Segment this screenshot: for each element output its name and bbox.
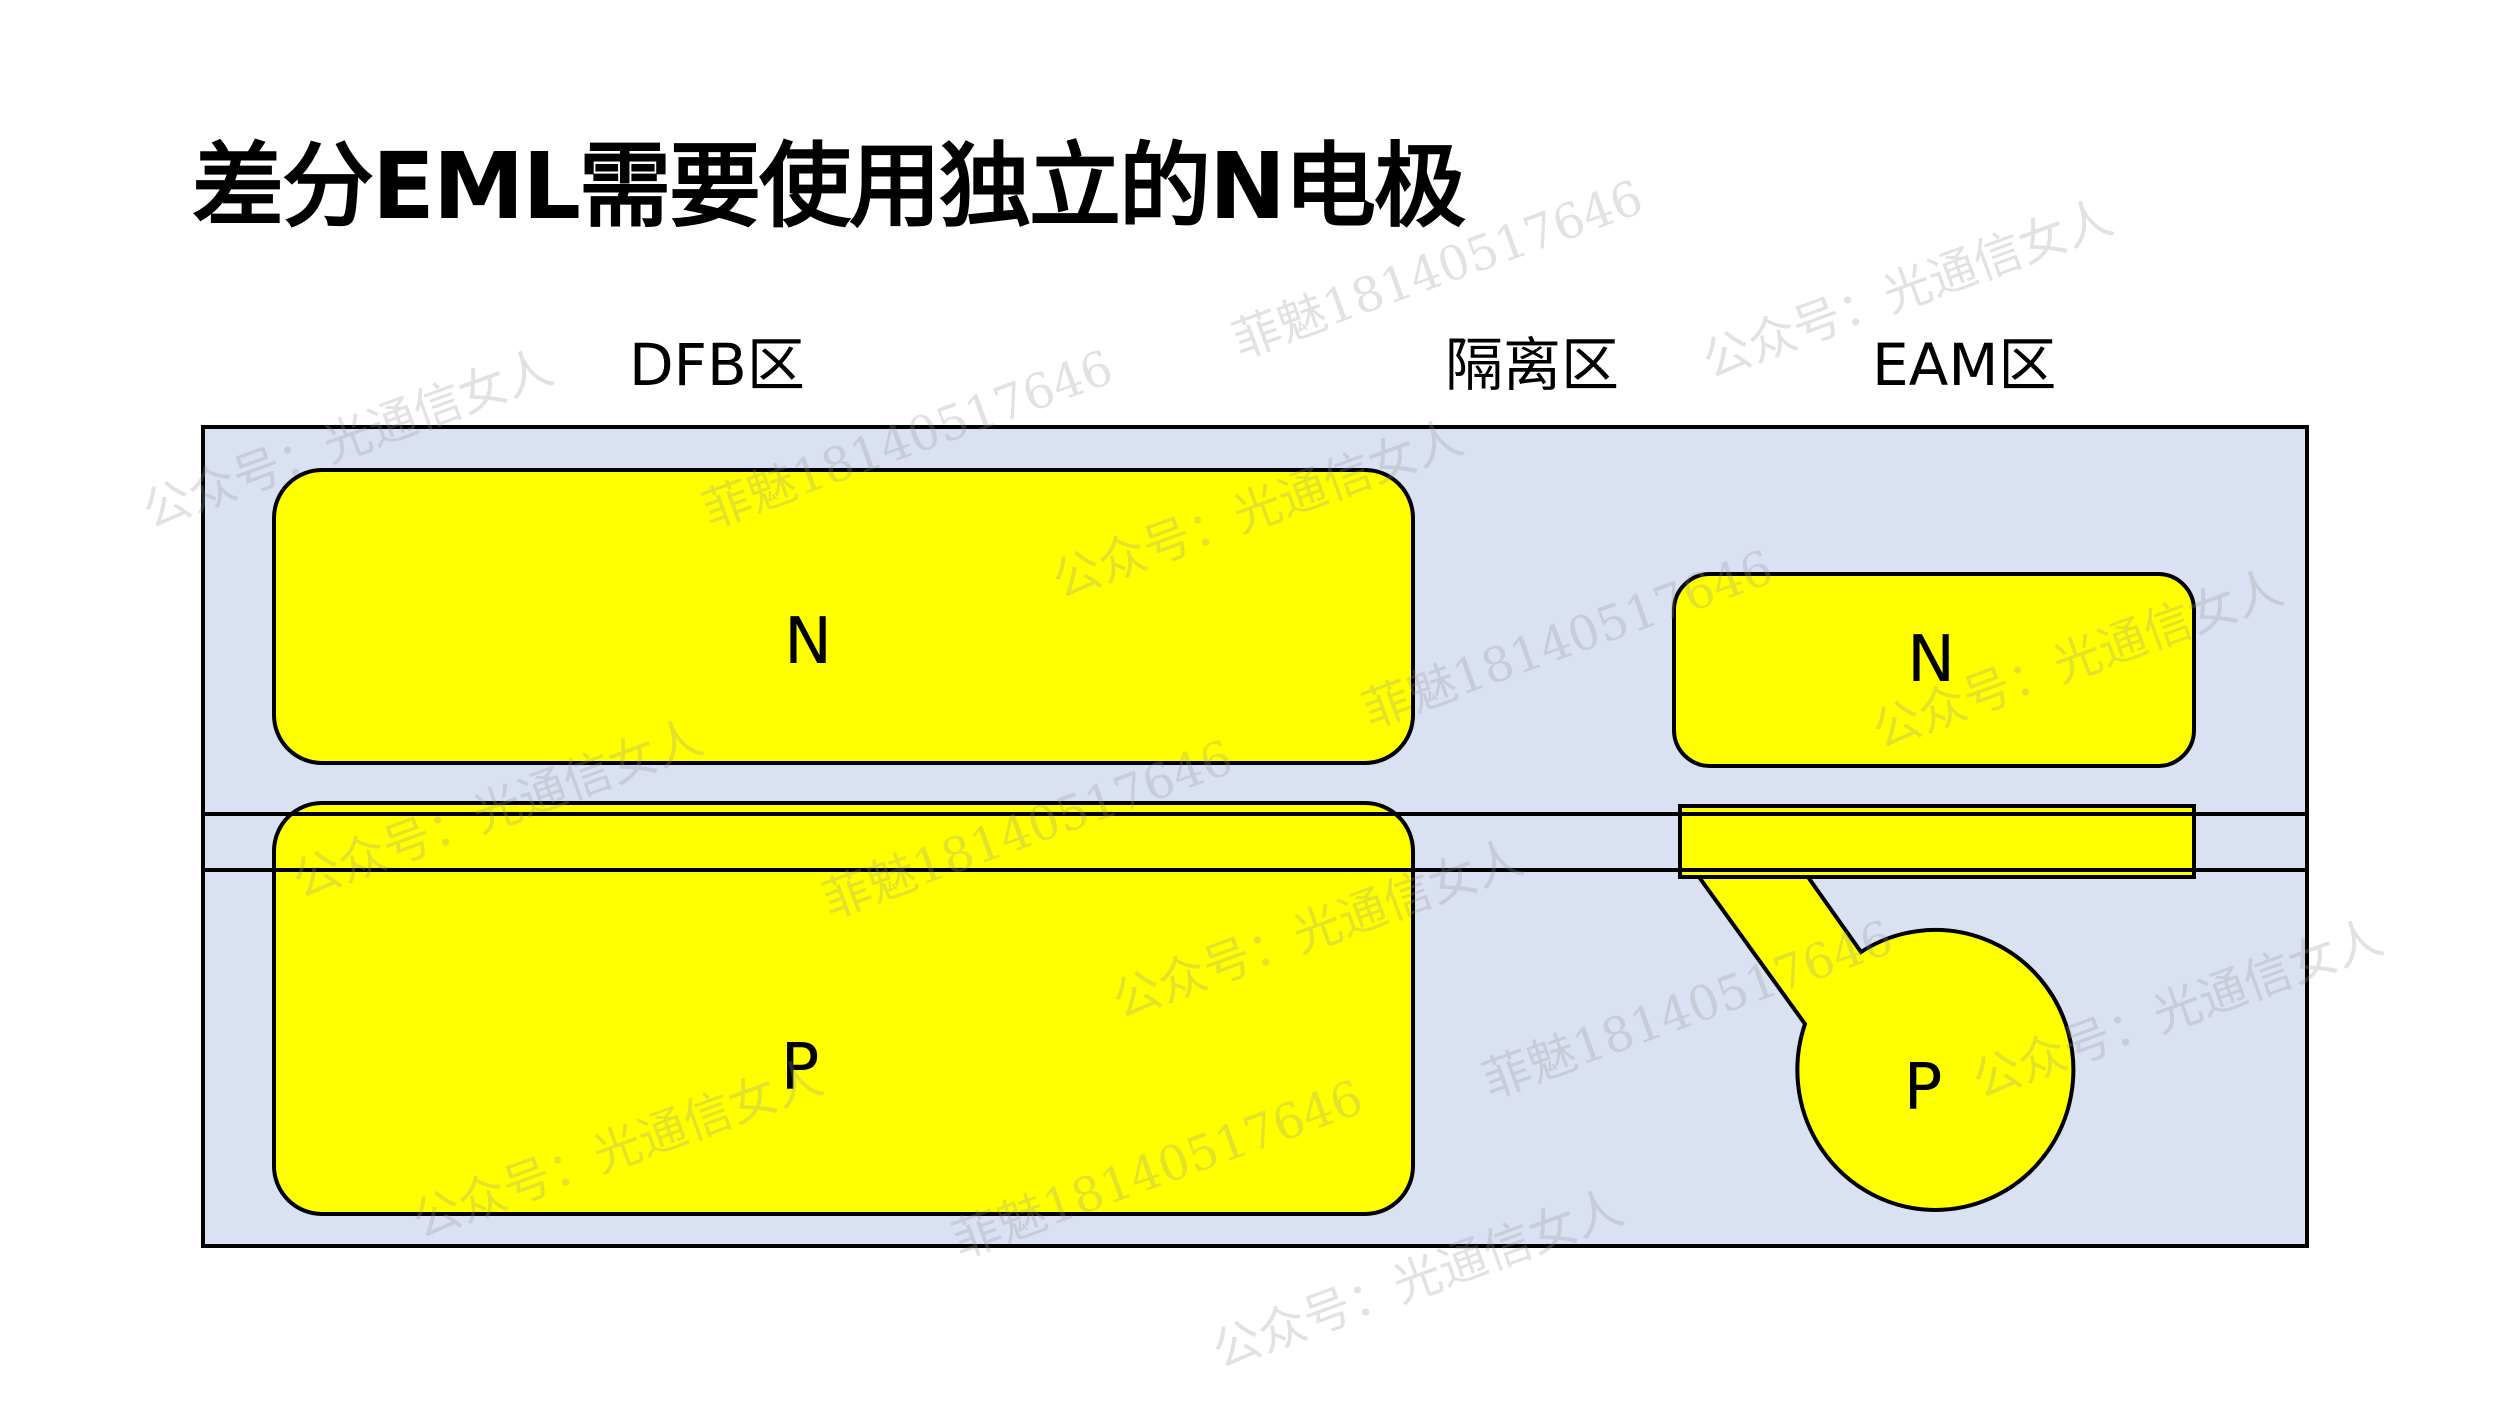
eam-p-strip — [1678, 804, 2196, 879]
eam-p-label: P — [1904, 1051, 1943, 1125]
dfb-p-electrode — [272, 801, 1415, 1216]
page-title: 差分EML需要使用独立的N电极 — [192, 133, 1466, 240]
eam-n-electrode — [1672, 572, 2196, 768]
dfb-n-label: N — [784, 605, 832, 679]
region-label-eam: EAM区 — [1872, 331, 2057, 399]
eam-p-pad — [1695, 875, 2076, 1212]
dfb-n-electrode — [272, 468, 1415, 765]
region-label-isolation: 隔离区 — [1445, 331, 1620, 399]
eam-n-label: N — [1907, 623, 1955, 697]
dfb-p-label: P — [781, 1031, 820, 1105]
region-label-dfb: DFB区 — [629, 331, 805, 399]
